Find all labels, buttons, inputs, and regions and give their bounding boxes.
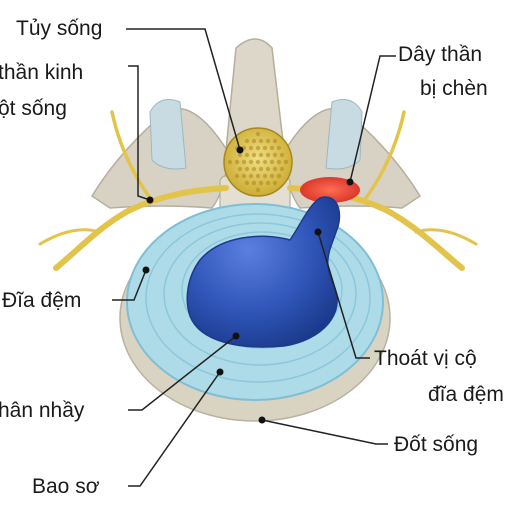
label-dia-dem: Đĩa đệm <box>2 289 82 312</box>
leader-thoat-vi <box>317 231 370 359</box>
right-nerve-branch-2 <box>414 228 478 246</box>
right-nerve-branch <box>364 110 406 200</box>
label-day-than-line2: bị chèn <box>420 77 488 100</box>
label-dot-song: Đốt sống <box>394 433 479 456</box>
label-day-than-line1: Dây thần <box>398 43 483 66</box>
leader-than-kinh <box>128 65 151 201</box>
label-than-kinh-line1: thần kinh <box>0 61 84 84</box>
leader-dots <box>142 146 354 424</box>
leader-nhan-nhay <box>128 335 237 411</box>
leader-tuy-song <box>126 28 241 151</box>
label-tuy-song: Tủy sống <box>16 17 103 40</box>
leader-bao-so <box>128 371 221 487</box>
label-thoat-vi-line1: Thoát vị cộ <box>374 347 477 370</box>
label-than-kinh-line2: ột sống <box>0 97 67 120</box>
leader-dot-song <box>261 419 388 445</box>
compressed-nerve <box>300 177 360 203</box>
label-nhan-nhay: hân nhầy <box>0 399 85 422</box>
spinal-cord-fibers <box>227 131 289 193</box>
label-bao-so: Bao sơ <box>32 475 100 498</box>
left-nerve-branch-2 <box>38 228 102 246</box>
left-facet <box>149 99 187 170</box>
right-facet <box>325 99 363 170</box>
label-thoat-vi-line2: đĩa đệm <box>428 383 504 406</box>
leader-day-than <box>349 55 396 183</box>
left-nerve-branch <box>110 110 152 200</box>
left-nerve-root <box>53 185 229 271</box>
leader-dia-dem <box>112 269 147 301</box>
leader-lines <box>112 28 396 487</box>
